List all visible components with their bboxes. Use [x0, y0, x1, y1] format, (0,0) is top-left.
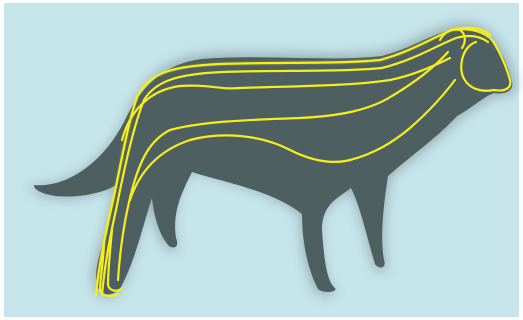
dog-illustration: [0, 0, 523, 320]
image-canvas: [0, 0, 523, 320]
